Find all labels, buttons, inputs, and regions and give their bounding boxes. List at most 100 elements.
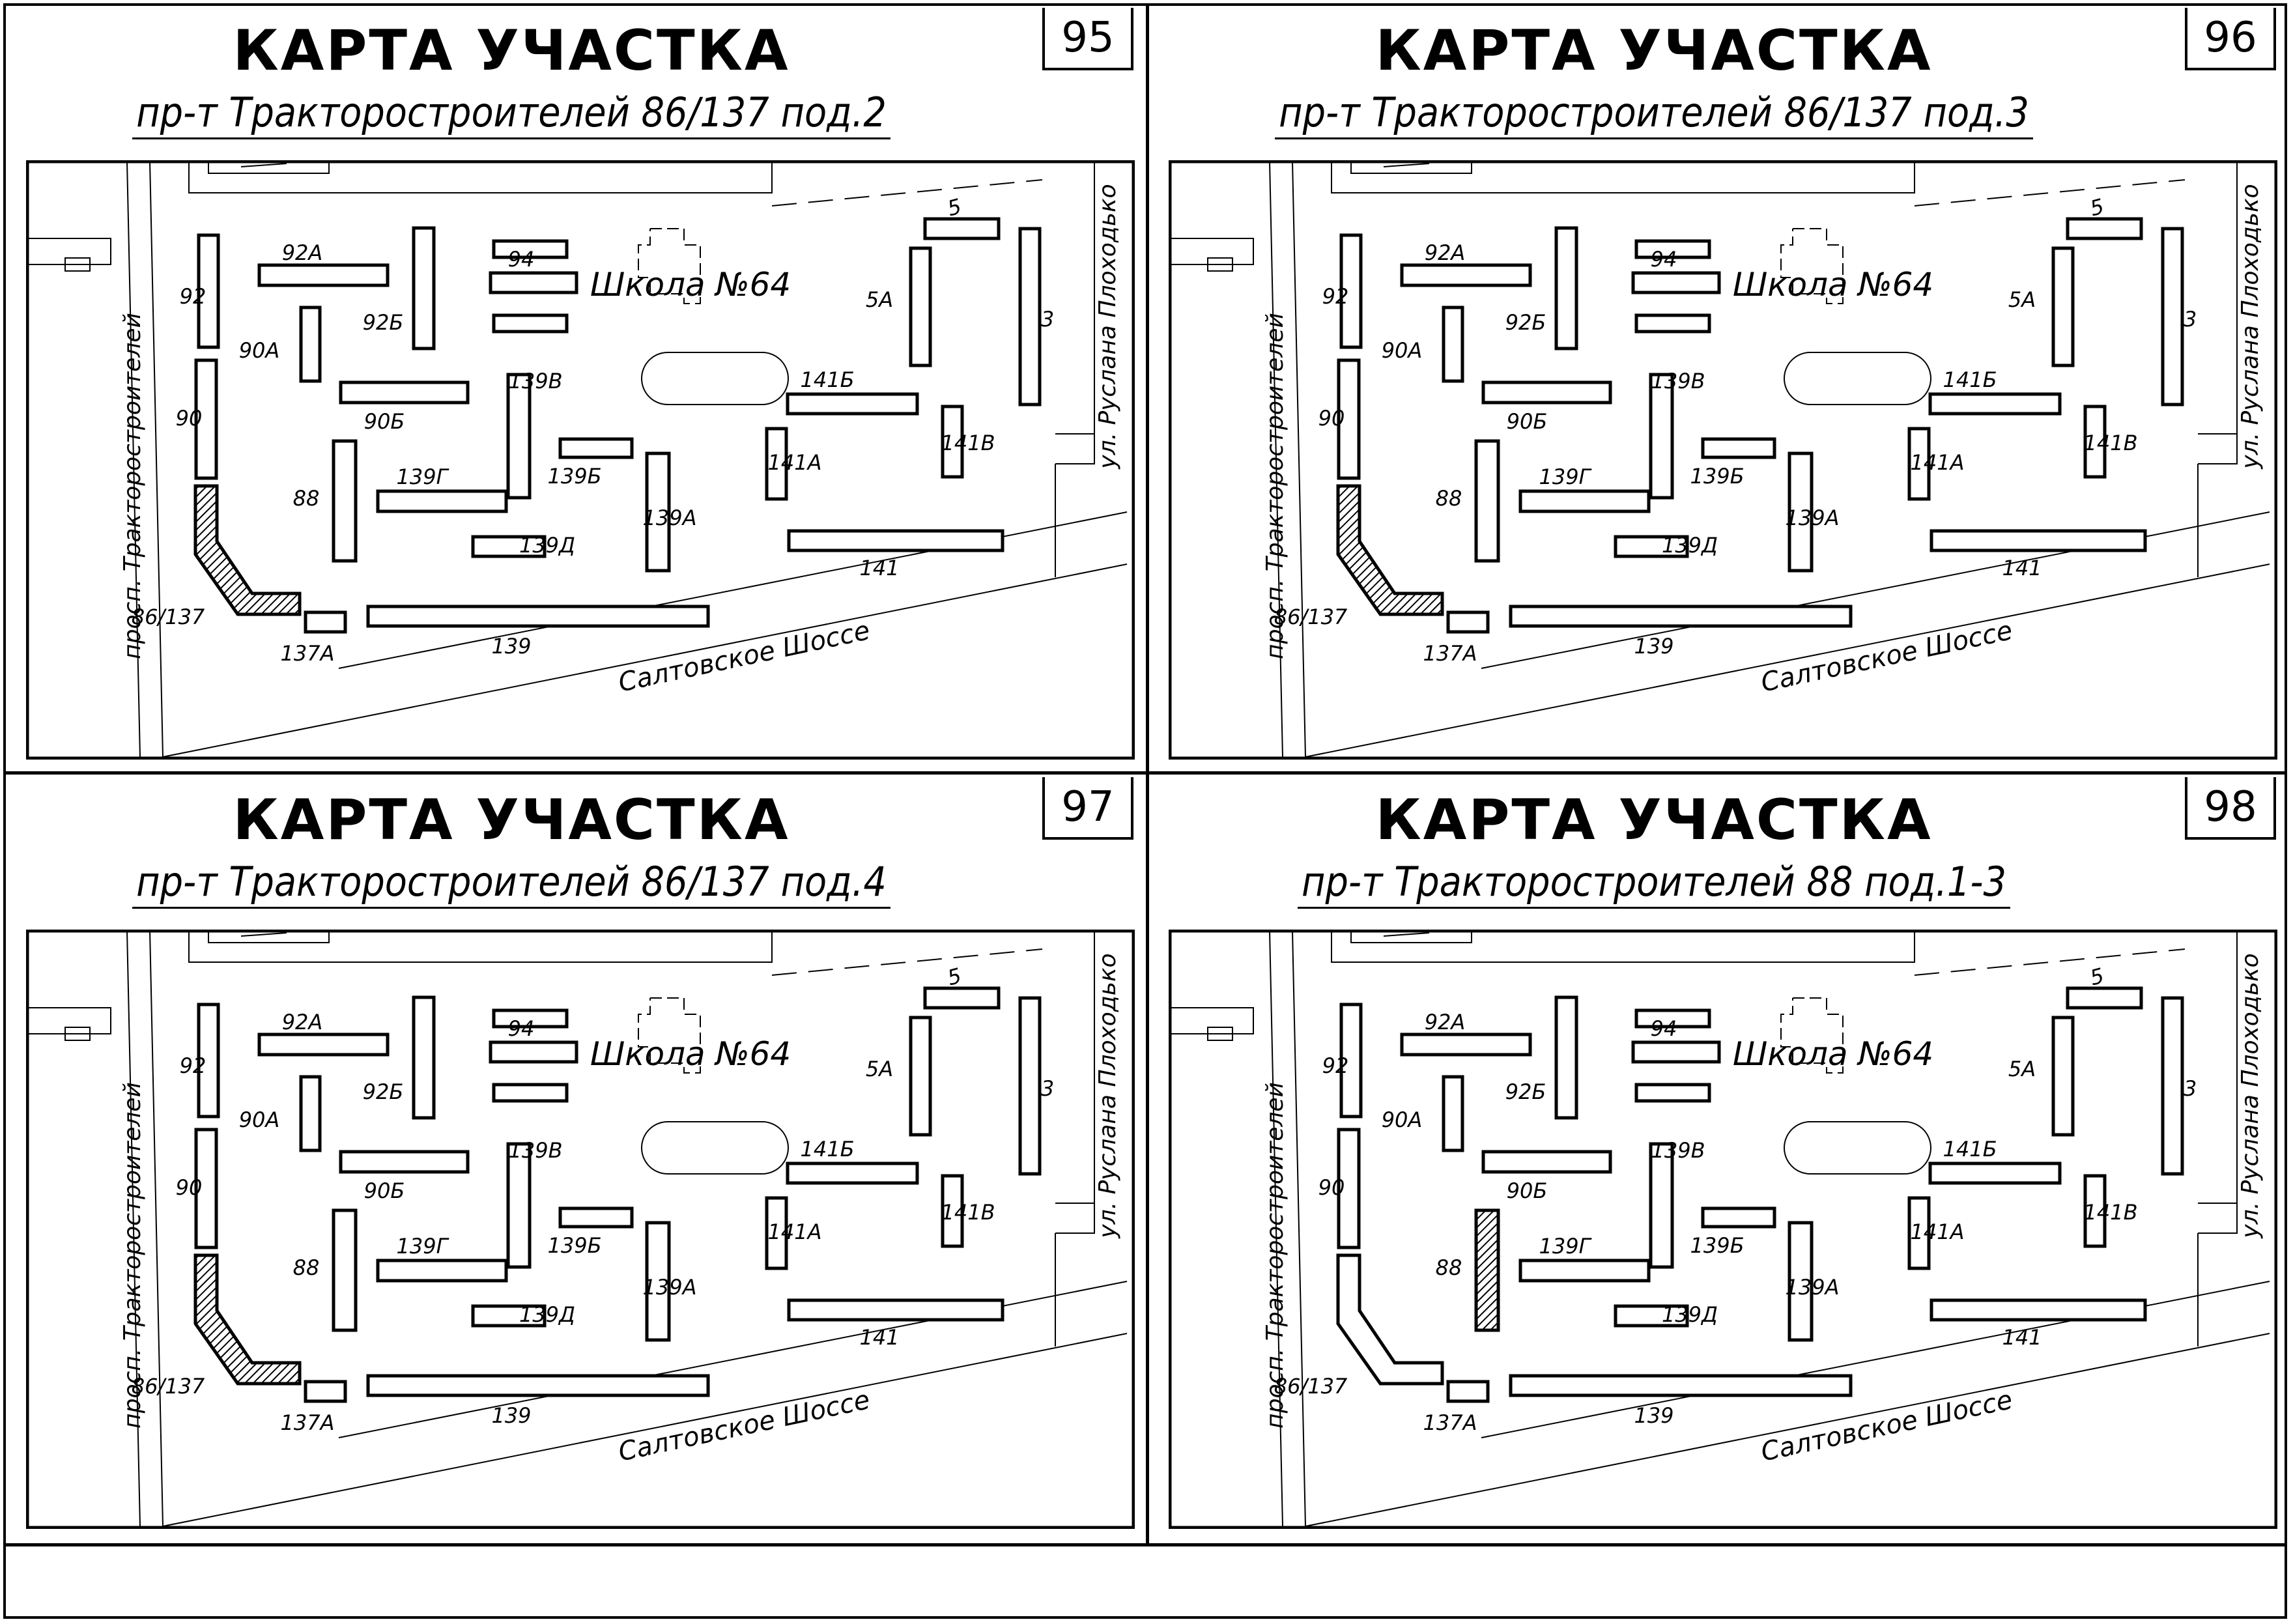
label-b139b: 139Б [1690, 464, 1744, 489]
label-b92a: 92А [1425, 1010, 1466, 1034]
label-b141a: 141А [1911, 1219, 1965, 1244]
label-b88: 88 [1436, 486, 1462, 511]
building-b92b [1554, 226, 1578, 350]
building-b92a [257, 263, 390, 287]
label-b141: 141 [2002, 556, 2042, 580]
label-b92b: 92Б [1505, 310, 1546, 335]
road-left-west-2 [1269, 161, 1283, 758]
building-b90a [1442, 1075, 1464, 1152]
building-b92 [1339, 1003, 1363, 1118]
building-b5a [2051, 1016, 2075, 1137]
map-panel-96: КАРТА УЧАСТКА пр-т Тракторостроителей 86… [1149, 5, 2292, 774]
building-b141v [941, 405, 964, 479]
building-b139v [506, 1142, 532, 1269]
building-b94 [489, 271, 578, 294]
label-b3: 3 [2184, 1076, 2197, 1101]
building-b141v [941, 1174, 964, 1248]
label-b139v: 139В [1651, 369, 1705, 393]
building-b86_137 [193, 1253, 302, 1386]
building-b139d [1614, 535, 1689, 558]
label-b92: 92 [1322, 1053, 1349, 1078]
label-b90: 90 [1318, 1175, 1345, 1200]
label-b141v: 141В [2083, 1200, 2137, 1225]
panel-number: 96 [2185, 8, 2276, 70]
building-b5a [909, 1016, 932, 1137]
label-b88: 88 [293, 486, 320, 511]
label-b5a: 5А [866, 1057, 893, 1081]
page-frame [3, 3, 2287, 1619]
road-left-west [149, 161, 164, 758]
school-outline [1780, 228, 1844, 304]
building-b86_137 [1336, 1253, 1444, 1386]
north-wall [1331, 931, 1915, 963]
building-b137a [304, 1380, 347, 1403]
right-block [2198, 433, 2238, 464]
label-b92: 92 [180, 284, 207, 309]
label-b139a: 139А [643, 1275, 697, 1300]
label-b141a: 141А [768, 450, 822, 475]
street-left-label: просп. Тракторостроителей [1262, 313, 1289, 659]
building-b5a [909, 246, 932, 367]
building-b90b [1481, 380, 1612, 405]
label-b90a: 90А [239, 1107, 280, 1132]
label-b139v: 139В [508, 369, 562, 393]
north-dashed-path [771, 179, 1043, 207]
building-b141b [786, 392, 919, 416]
road-left-west [1292, 930, 1306, 1527]
road-side-left [27, 1007, 111, 1034]
building-b139d [471, 1304, 547, 1328]
panel-address: пр-т Тракторостроителей 86/137 под.2 [7, 89, 1016, 139]
divider-vertical [1146, 3, 1149, 1546]
building-b94x2 [492, 313, 569, 334]
label-b139g: 139Г [1539, 464, 1592, 489]
road-side-left [27, 238, 111, 265]
building-b137a [304, 610, 347, 634]
label-b92a: 92А [282, 1010, 323, 1034]
street-right-label: ул. Руслана Плоходько [1094, 184, 1121, 469]
label-b90: 90 [1318, 406, 1345, 431]
building-b5 [2066, 986, 2143, 1010]
north-wall [188, 162, 773, 193]
kiosk-left [1207, 257, 1233, 272]
building-b137a [1446, 1380, 1490, 1403]
building-b90 [1337, 358, 1361, 480]
building-b141v [2083, 1174, 2107, 1248]
building-b5 [923, 217, 1001, 240]
building-b94x1 [492, 239, 569, 259]
building-b92 [1339, 233, 1363, 349]
building-b139d [471, 535, 547, 558]
building-b92a [1400, 1033, 1532, 1057]
north-wall-inner [208, 162, 330, 174]
building-b139g [376, 1259, 508, 1283]
label-b139d: 139Д [519, 533, 575, 558]
right-block [2198, 1203, 2238, 1234]
building-b141 [787, 1298, 1004, 1322]
school-label: Школа №64 [590, 266, 791, 304]
panel-title: КАРТА УЧАСТКА [233, 788, 790, 853]
label-b141b: 141Б [1943, 1137, 1997, 1161]
building-b139 [1509, 605, 1853, 628]
panel-title: КАРТА УЧАСТКА [233, 18, 790, 83]
highway-south-edge [162, 563, 1128, 758]
label-b139: 139 [491, 1403, 531, 1428]
label-b90a: 90А [1382, 338, 1423, 363]
label-b90b: 90Б [1507, 409, 1548, 434]
building-b139d [1614, 1304, 1689, 1328]
label-b139v: 139В [508, 1138, 562, 1163]
building-b139b [1701, 1206, 1776, 1229]
north-dashed-path [1914, 948, 2186, 976]
building-b3 [2161, 227, 2184, 406]
panel-number: 95 [1042, 8, 1133, 70]
label-b139d: 139Д [1662, 533, 1718, 558]
north-dashed-path [771, 948, 1043, 976]
label-b141: 141 [859, 556, 899, 580]
kiosk-left [64, 257, 91, 272]
building-b92b [412, 995, 436, 1120]
road-left-west-2 [1269, 930, 1283, 1527]
building-b92a [1400, 263, 1532, 287]
building-b94 [1631, 1040, 1721, 1064]
north-wall-inner [208, 931, 330, 943]
label-b94: 94 [1651, 247, 1677, 272]
